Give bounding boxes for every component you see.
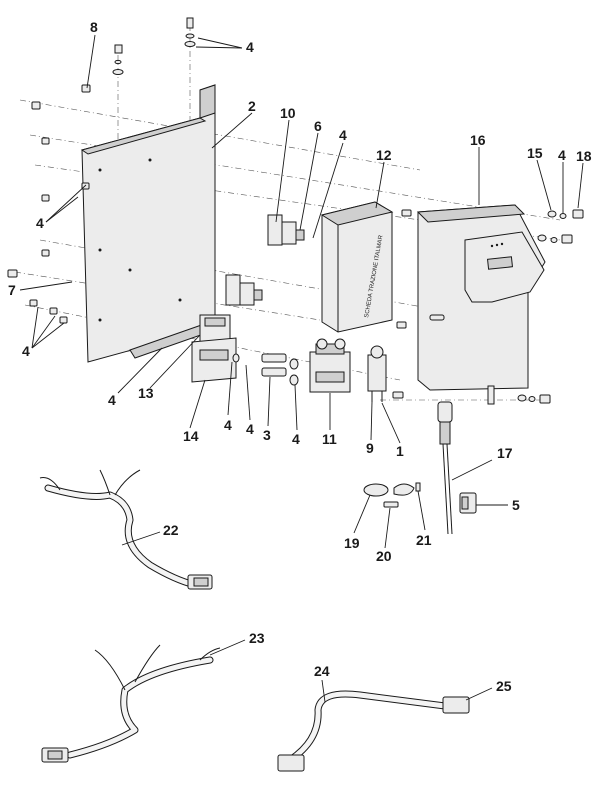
callout-12: 12 bbox=[376, 147, 392, 163]
cable-clamp-19-20-21 bbox=[363, 482, 421, 508]
contactor-11 bbox=[309, 338, 351, 393]
connector-5 bbox=[459, 492, 477, 514]
callout-4: 4 bbox=[108, 392, 116, 408]
callout-3: 3 bbox=[263, 427, 271, 443]
callout-7: 7 bbox=[8, 282, 16, 298]
callout-4: 4 bbox=[339, 127, 347, 143]
hardware-screws bbox=[7, 17, 196, 324]
right-washers bbox=[517, 209, 584, 404]
callout-24: 24 bbox=[314, 663, 330, 679]
callout-1: 1 bbox=[396, 443, 404, 459]
callout-4: 4 bbox=[558, 147, 566, 163]
callout-16: 16 bbox=[470, 132, 486, 148]
callout-5: 5 bbox=[512, 497, 520, 513]
callout-15: 15 bbox=[527, 145, 543, 161]
callout-8: 8 bbox=[90, 19, 98, 35]
callout-4: 4 bbox=[246, 421, 254, 437]
relay-blocks bbox=[225, 214, 305, 306]
leader-lines bbox=[19, 34, 584, 703]
callout-22: 22 bbox=[163, 522, 179, 538]
callout-17: 17 bbox=[497, 445, 513, 461]
callout-4: 4 bbox=[22, 343, 30, 359]
callout-11: 11 bbox=[322, 431, 337, 447]
callout-20: 20 bbox=[376, 548, 392, 564]
callout-23: 23 bbox=[249, 630, 265, 646]
callout-6: 6 bbox=[314, 118, 322, 134]
callout-4: 4 bbox=[246, 39, 254, 55]
callout-4: 4 bbox=[224, 417, 232, 433]
fuse-holder-9-1 bbox=[367, 209, 412, 402]
callout-9: 9 bbox=[366, 440, 374, 456]
power-cable-17 bbox=[437, 401, 453, 535]
callout-14: 14 bbox=[183, 428, 199, 444]
cable-24-25 bbox=[277, 690, 470, 772]
callout-13: 13 bbox=[138, 385, 154, 401]
callout-10: 10 bbox=[280, 105, 296, 121]
standoffs-3 bbox=[232, 353, 299, 386]
callout-4: 4 bbox=[36, 215, 44, 231]
relay-socket-13-14 bbox=[191, 314, 237, 383]
mounting-plate bbox=[80, 84, 216, 363]
wiring-harness-23 bbox=[41, 644, 221, 763]
callout-labels: 8 4 2 10 6 4 12 16 15 4 18 4 7 4 4 13 14… bbox=[8, 19, 592, 694]
wiring-harness-22 bbox=[39, 469, 213, 590]
callout-18: 18 bbox=[576, 148, 592, 164]
callout-25: 25 bbox=[496, 678, 512, 694]
callout-21: 21 bbox=[416, 532, 432, 548]
callout-2: 2 bbox=[248, 98, 256, 114]
callout-4: 4 bbox=[292, 431, 300, 447]
control-housing-16 bbox=[416, 204, 546, 405]
board-box-12: SCHEDA TRAZIONE ITALMAR bbox=[320, 201, 394, 333]
callout-19: 19 bbox=[344, 535, 360, 551]
